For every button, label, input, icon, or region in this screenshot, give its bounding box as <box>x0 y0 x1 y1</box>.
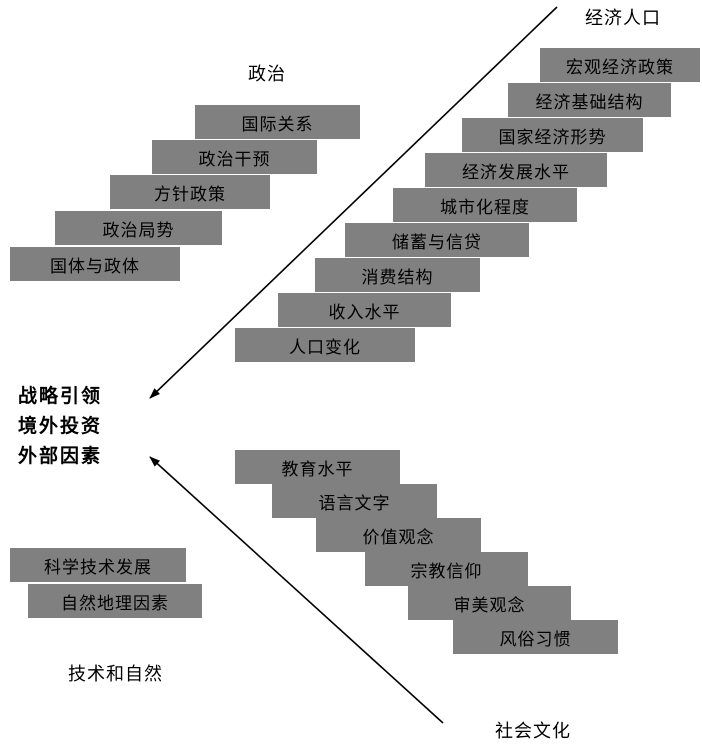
social-factor-box: 宗教信仰 <box>365 552 528 586</box>
politics-factor-box: 国体与政体 <box>10 247 180 281</box>
economy-factor-box: 经济发展水平 <box>425 153 607 187</box>
politics-factor-box: 政治干预 <box>152 140 317 174</box>
politics-factor-box: 政治局势 <box>55 211 222 245</box>
center-line-investment: 境外投资 <box>18 416 103 437</box>
social-factor-box: 风俗习惯 <box>453 620 618 654</box>
economy-factor-box: 宏观经济政策 <box>540 48 700 82</box>
economy-group-label: 经济人口 <box>585 8 661 28</box>
politics-factor-box: 国际关系 <box>195 105 360 139</box>
technology-group-label: 技术和自然 <box>68 664 163 684</box>
technology-factor-box: 自然地理因素 <box>28 584 202 618</box>
social-factor-box: 教育水平 <box>235 450 400 484</box>
economy-factor-box: 收入水平 <box>278 293 451 327</box>
social-factor-box: 价值观念 <box>316 518 481 552</box>
economy-factor-box: 储蓄与信贷 <box>345 223 529 257</box>
economy-factor-box: 消费结构 <box>315 258 480 292</box>
social-factor-box: 审美观念 <box>408 586 571 620</box>
center-line-strategy: 战略引领 <box>18 386 103 407</box>
social-factor-box: 语言文字 <box>272 484 437 518</box>
economy-factor-box: 国家经济形势 <box>462 118 643 152</box>
economy-factor-box: 经济基础结构 <box>508 83 671 117</box>
social-group-label: 社会文化 <box>495 721 571 741</box>
center-text-block: 战略引领 境外投资 外部因素 <box>18 382 102 472</box>
economy-factor-box: 人口变化 <box>235 328 415 362</box>
center-line-external: 外部因素 <box>18 446 103 467</box>
technology-factor-box: 科学技术发展 <box>10 548 186 582</box>
politics-factor-box: 方针政策 <box>110 175 270 209</box>
politics-group-label: 政治 <box>248 64 286 84</box>
economy-factor-box: 城市化程度 <box>393 188 577 222</box>
